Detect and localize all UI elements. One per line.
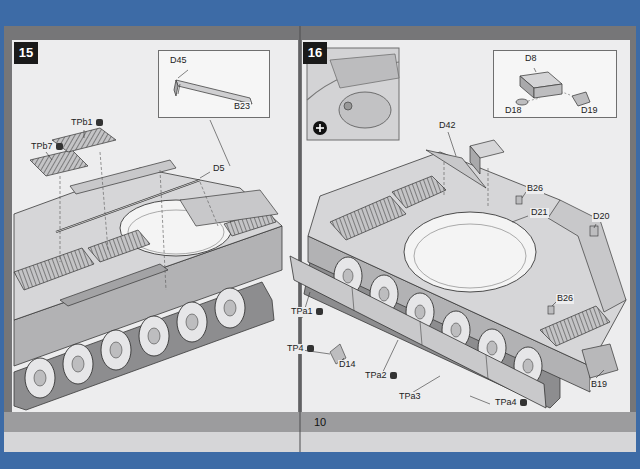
- part-number: B23: [233, 102, 251, 112]
- page-number: 10: [313, 416, 327, 428]
- part-number: D8: [524, 54, 538, 64]
- part-number: D20: [592, 212, 611, 222]
- part-number: TPa2: [364, 371, 388, 381]
- step-number: 16: [303, 42, 327, 64]
- part-inset: D8D18 D19: [493, 50, 617, 118]
- part-number: D18: [504, 106, 523, 116]
- step-number: 16: [308, 46, 322, 60]
- part-number: D45: [169, 56, 188, 66]
- paint-icon: [307, 345, 314, 352]
- part-inset: D45B23: [158, 50, 270, 118]
- part-number: B19: [590, 380, 608, 390]
- paint-icon: [96, 119, 103, 126]
- part-number: TPb1: [70, 118, 94, 128]
- part-number: D5: [212, 164, 226, 174]
- part-number: D42: [438, 121, 457, 131]
- part-number: TPb7: [30, 142, 54, 152]
- step-number: 15: [19, 46, 33, 60]
- part-number: D19: [580, 106, 599, 116]
- part-number: TPa1: [290, 307, 314, 317]
- paint-icon: [316, 308, 323, 315]
- part-number: B26: [526, 184, 544, 194]
- part-number: TPa4: [494, 398, 518, 408]
- part-number: TP4: [286, 344, 305, 354]
- paint-icon: [390, 372, 397, 379]
- part-number: TPa3: [398, 392, 422, 402]
- part-number: D21: [530, 208, 549, 218]
- part-number: B26: [556, 294, 574, 304]
- paint-icon: [520, 399, 527, 406]
- step-number: 15: [14, 42, 38, 64]
- paint-icon: [56, 143, 63, 150]
- part-number: D14: [338, 360, 357, 370]
